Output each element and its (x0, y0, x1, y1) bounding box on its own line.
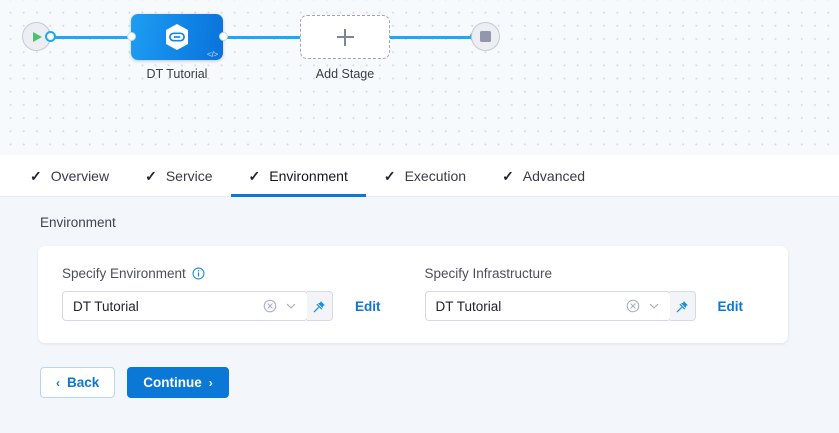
chevron-right-icon: › (208, 375, 213, 390)
start-node-port[interactable] (45, 31, 56, 42)
chevron-down-icon[interactable] (285, 300, 297, 312)
specify-infrastructure-group: Specify Infrastructure DT Tutorial (424, 266, 744, 321)
tab-environment[interactable]: ✓ Environment (230, 155, 367, 197)
clear-circle-icon[interactable] (626, 299, 640, 313)
pin-icon (676, 300, 688, 312)
field-label-text: Specify Infrastructure (424, 266, 553, 281)
wizard-footer: ‹ Back Continue › (40, 367, 839, 398)
back-button[interactable]: ‹ Back (40, 367, 116, 398)
chevron-down-icon[interactable] (648, 300, 660, 312)
pipeline-end-node[interactable] (471, 22, 500, 51)
infrastructure-edit-link[interactable]: Edit (717, 298, 744, 314)
specify-environment-label-row: Specify Environment (62, 266, 381, 281)
environment-card: Specify Environment DT Tutorial (38, 246, 788, 343)
environment-select[interactable]: DT Tutorial (62, 291, 308, 321)
connector-edge-stage-to-add (222, 36, 304, 39)
tab-label: Execution (404, 167, 467, 184)
connector-edge-add-to-end (389, 36, 475, 39)
stage-node-output-port[interactable] (219, 32, 228, 41)
tab-label: Environment (269, 167, 348, 184)
environment-pin-button[interactable] (307, 291, 333, 321)
specify-infrastructure-label-row: Specify Infrastructure (425, 266, 744, 281)
add-stage-button[interactable] (300, 15, 390, 59)
specify-environment-row: DT Tutorial (62, 291, 381, 321)
connector-edge-start-to-stage (46, 36, 138, 39)
harness-hexagon-icon (166, 24, 188, 50)
specify-environment-group: Specify Environment DT Tutorial (62, 266, 381, 321)
environment-select-value: DT Tutorial (73, 298, 139, 314)
continue-button-label: Continue (143, 375, 202, 390)
environment-edit-link[interactable]: Edit (355, 298, 381, 314)
stage-node-label: DT Tutorial (146, 67, 208, 81)
plus-icon (336, 28, 354, 46)
info-icon[interactable] (192, 267, 205, 280)
environment-panel: Environment Specify Environment DT Tutor… (0, 197, 839, 433)
stage-tab-bar: ✓ Overview ✓ Service ✓ Environment ✓ Exe… (0, 155, 839, 197)
tab-service[interactable]: ✓ Service (127, 155, 230, 196)
play-icon (33, 31, 42, 42)
stage-node-input-port[interactable] (127, 32, 136, 41)
infrastructure-pin-button[interactable] (669, 291, 696, 321)
section-title: Environment (40, 215, 116, 230)
continue-button[interactable]: Continue › (127, 367, 229, 398)
clear-circle-icon[interactable] (263, 299, 277, 313)
tab-advanced[interactable]: ✓ Advanced (484, 155, 603, 196)
pin-icon (313, 300, 325, 312)
stage-code-badge: </> (206, 48, 218, 59)
stop-icon (480, 31, 491, 42)
check-icon: ✓ (383, 167, 396, 184)
specify-infrastructure-row: DT Tutorial (424, 291, 744, 321)
tab-label: Overview (50, 167, 110, 184)
tab-label: Service (165, 167, 213, 184)
check-icon: ✓ (30, 167, 42, 184)
stage-node-dt-tutorial[interactable]: </> (131, 14, 223, 60)
tab-label: Advanced (522, 167, 586, 184)
check-icon: ✓ (502, 167, 514, 184)
back-button-label: Back (67, 375, 100, 390)
field-label-text: Specify Environment (62, 266, 186, 281)
add-stage-label: Add Stage (315, 67, 375, 81)
tab-overview[interactable]: ✓ Overview (12, 155, 127, 196)
pipeline-canvas[interactable]: </> DT Tutorial Add Stage (0, 0, 839, 155)
chevron-left-icon: ‹ (56, 375, 60, 390)
infrastructure-select-value: DT Tutorial (435, 298, 502, 314)
check-icon: ✓ (248, 167, 261, 184)
check-icon: ✓ (145, 167, 157, 184)
tab-execution[interactable]: ✓ Execution (366, 155, 484, 196)
infrastructure-select[interactable]: DT Tutorial (424, 291, 671, 321)
